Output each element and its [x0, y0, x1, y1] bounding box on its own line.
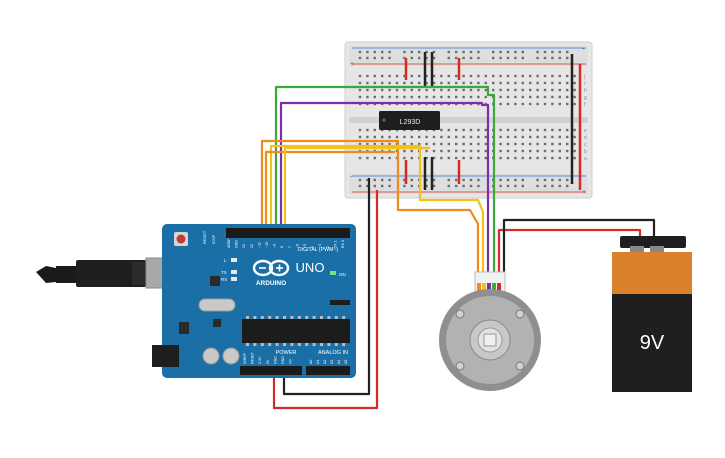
rail-plus-top: +: [350, 61, 354, 68]
digital-pin-label: ~5: [303, 244, 307, 248]
digital-pin-label: ~10: [265, 242, 269, 248]
row-letter: h: [584, 88, 587, 94]
digital-pin-label: TX 1: [333, 240, 337, 248]
rail-minus-top: -: [582, 44, 585, 53]
analog-pin-label: A5: [344, 360, 348, 364]
wire-red-5v: [272, 190, 379, 410]
wire-yellow-1: [269, 144, 485, 283]
power-pin-label: GND: [281, 356, 285, 364]
analog-header-label: ANALOG IN: [318, 350, 348, 356]
row-letter: c: [584, 142, 587, 148]
rail-minus-bottom: -: [350, 172, 353, 181]
digital-pin-label: 8: [280, 246, 284, 248]
wire-orange-2: [264, 150, 395, 232]
analog-pin-label: A1: [316, 360, 320, 364]
dc-motor[interactable]: [439, 271, 541, 391]
wire-yellow-2: [283, 146, 430, 232]
wire-orange-1: [260, 139, 480, 283]
digital-pin-label: ~9: [273, 244, 277, 248]
row-letter: e: [584, 128, 587, 134]
power-pin-label: IOREF: [243, 352, 247, 364]
battery-9v[interactable]: 9V: [612, 236, 692, 392]
digital-pin-label: ~3: [318, 244, 322, 248]
l293d-chip[interactable]: L293D: [379, 111, 440, 130]
led-rx-label: RX: [221, 277, 227, 282]
signal-wires[interactable]: [260, 85, 496, 283]
arduino-model: UNO: [296, 260, 325, 275]
digital-pin-label: 13: [242, 244, 246, 248]
row-letter: f: [584, 102, 586, 108]
chip-label: L293D: [400, 119, 421, 126]
battery-label: 9V: [640, 332, 665, 354]
wire-black-gnd: [282, 178, 371, 396]
digital-pin-label: ~11: [257, 242, 261, 248]
power-header-label: POWER: [276, 350, 297, 356]
digital-pin-label: 7: [288, 246, 292, 248]
row-letter: d: [584, 135, 587, 141]
power-pin-label: Vin: [289, 359, 293, 364]
row-letter: i: [584, 81, 585, 87]
led-l-label: L: [224, 258, 227, 263]
icsp-label: ICSP: [211, 234, 216, 244]
digital-pin-label: AREF: [227, 238, 231, 248]
row-letter: g: [584, 95, 587, 101]
arduino-brand: ARDUINO: [256, 280, 286, 287]
digital-pin-label: RX 0: [341, 240, 345, 248]
row-letter: j: [583, 74, 585, 80]
reset-label: RESET: [202, 230, 207, 244]
power-pin-label: 3.3V: [258, 356, 262, 364]
on-led-label: ON: [339, 272, 346, 277]
led-tx-label: TX: [221, 270, 227, 275]
digital-header-label: DIGITAL (PWM~): [298, 247, 338, 253]
analog-pin-label: A2: [323, 360, 327, 364]
power-pin-label: RESET: [251, 351, 255, 364]
wire-purple: [279, 101, 490, 283]
power-pin-label: 5V: [266, 359, 270, 364]
wire-green: [274, 85, 496, 283]
analog-pin-label: A3: [330, 360, 334, 364]
digital-pin-label: GND: [235, 240, 239, 248]
rail-plus-bottom: +: [582, 189, 586, 196]
row-letter: a: [584, 156, 587, 162]
wire-battery-black: [502, 218, 656, 283]
digital-pin-label: 2: [326, 246, 330, 248]
analog-pin-label: A0: [309, 360, 313, 364]
row-letter: b: [584, 149, 587, 155]
analog-pin-label: A4: [337, 360, 341, 364]
digital-pin-label: ~6: [295, 244, 299, 248]
breadboard-jumpers[interactable]: [404, 52, 582, 190]
power-pin-label: GND: [273, 356, 277, 364]
digital-pin-label: 4: [311, 246, 315, 248]
digital-pin-label: 12: [250, 244, 254, 248]
